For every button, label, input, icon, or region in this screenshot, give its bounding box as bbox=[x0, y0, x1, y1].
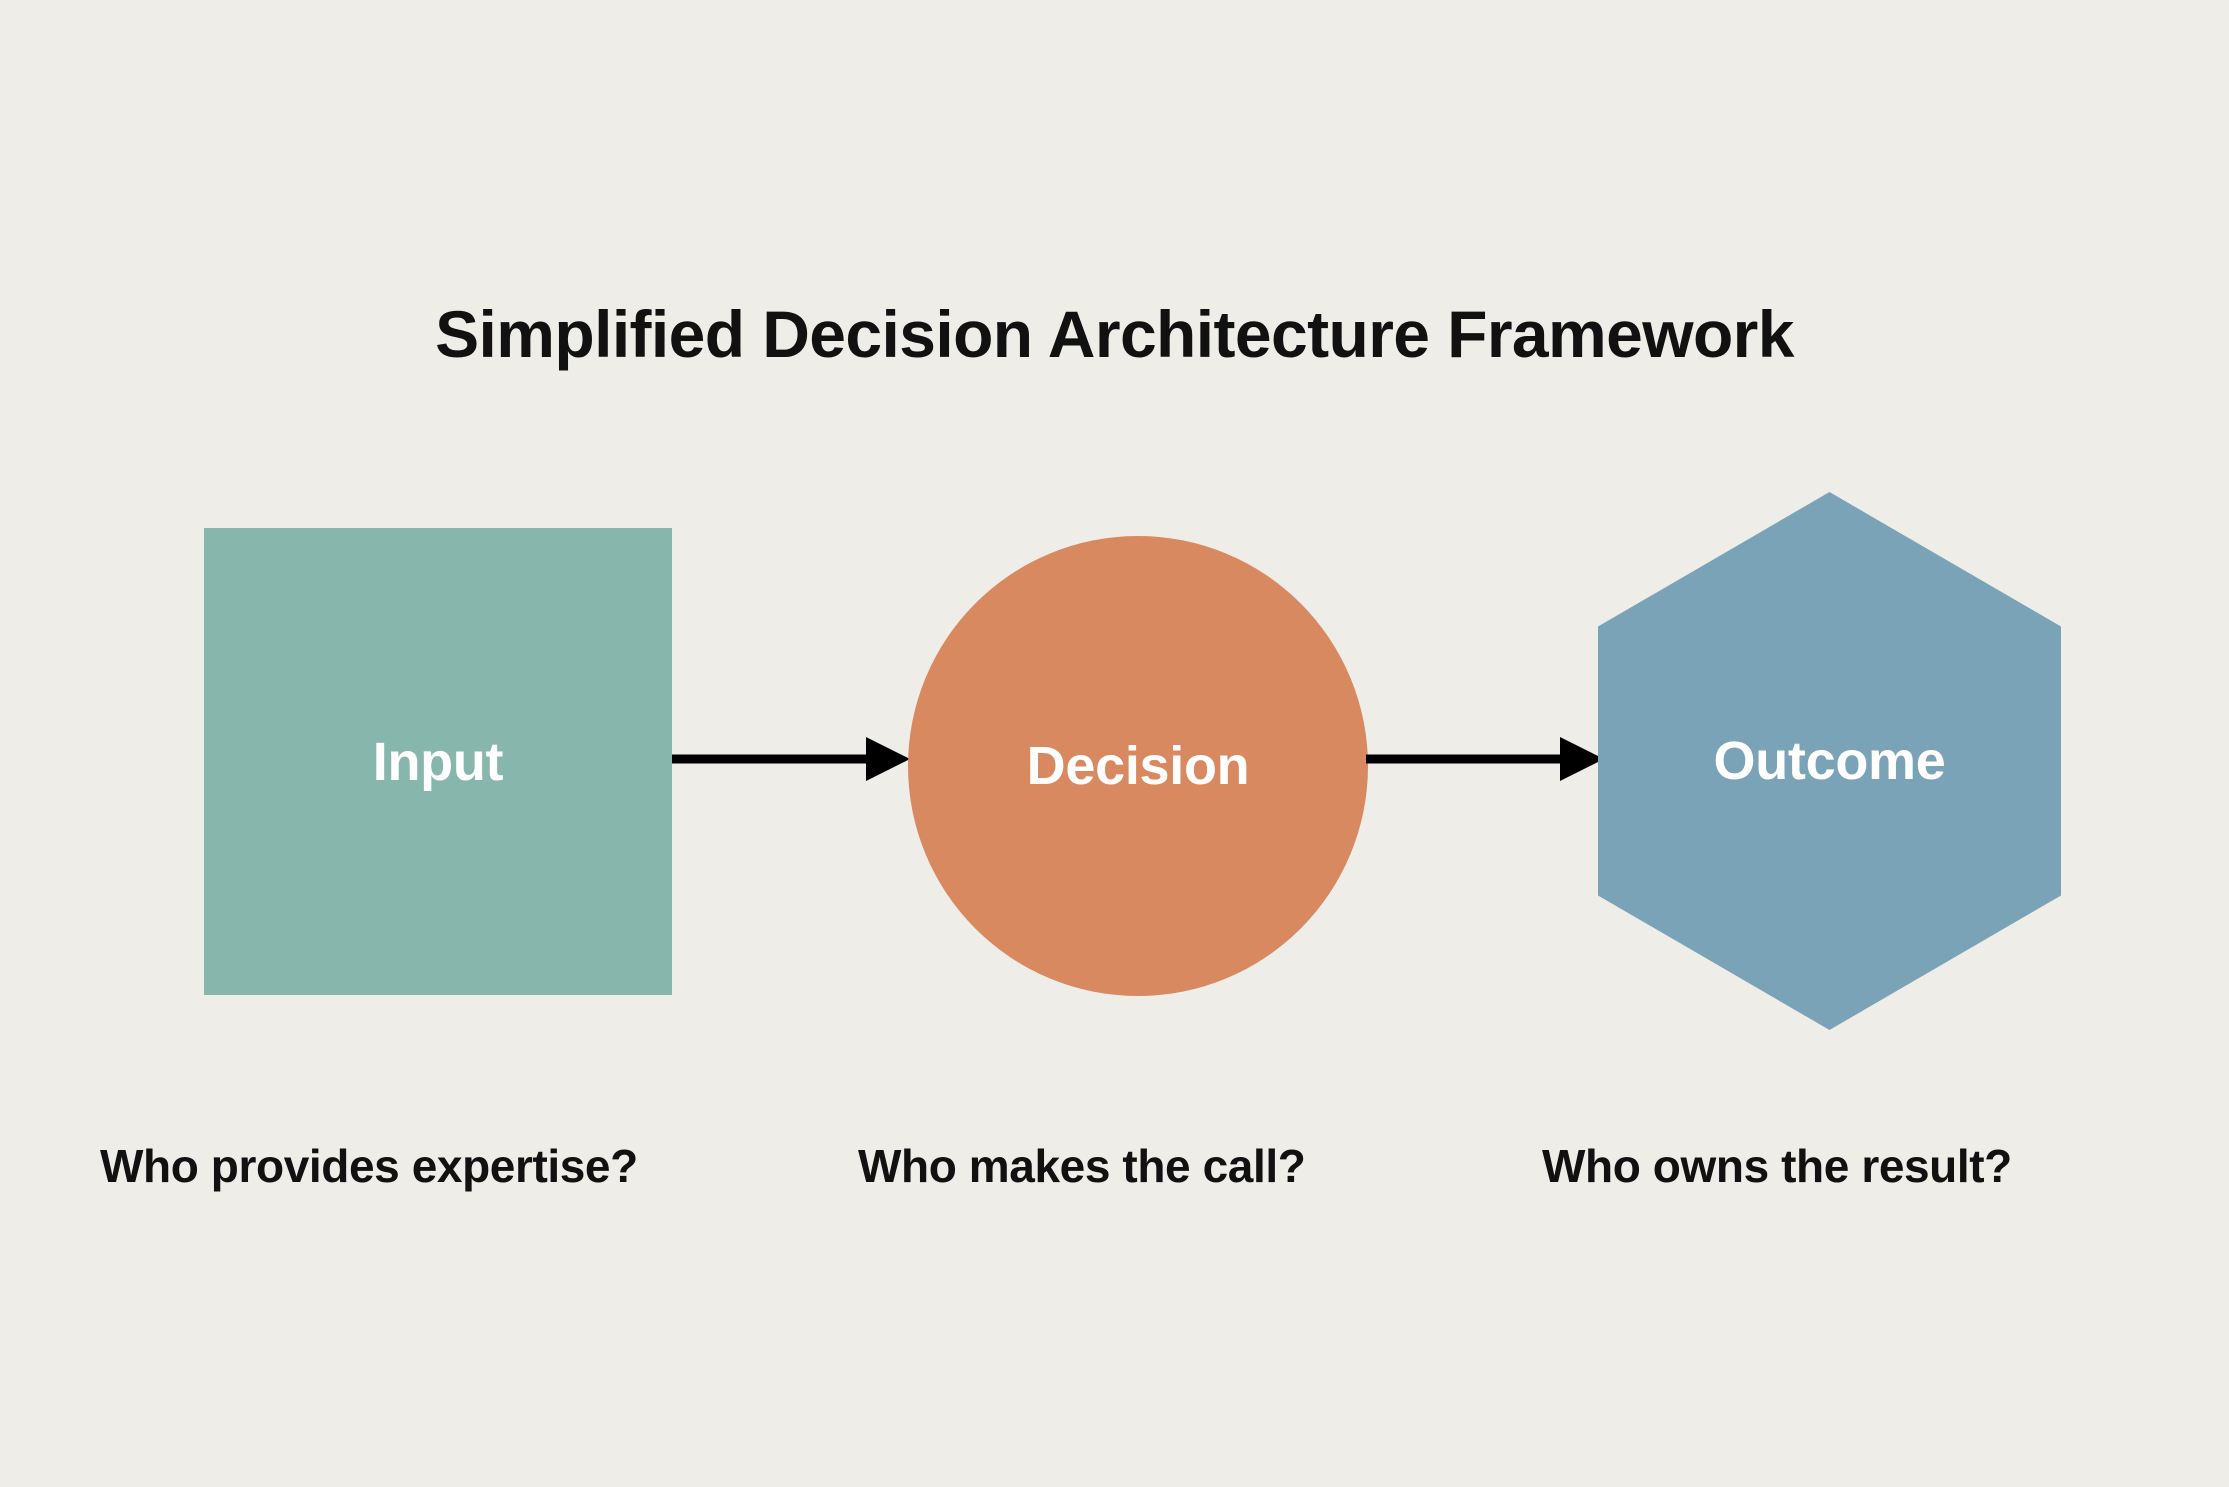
arrow-input-to-decision-icon bbox=[672, 737, 910, 781]
hexagon-shape-icon bbox=[1598, 492, 2061, 1030]
caption-outcome: Who owns the result? bbox=[1542, 1140, 2012, 1192]
page-title: Simplified Decision Architecture Framewo… bbox=[435, 297, 1794, 371]
node-decision-label: Decision bbox=[1026, 736, 1250, 796]
caption-input: Who provides expertise? bbox=[100, 1140, 638, 1192]
node-outcome[interactable]: Outcome bbox=[1598, 492, 2061, 1030]
node-input[interactable]: Input bbox=[204, 528, 672, 995]
arrow-decision-to-outcome-icon bbox=[1366, 737, 1604, 781]
node-decision[interactable]: Decision bbox=[908, 536, 1368, 996]
node-input-label: Input bbox=[372, 731, 504, 792]
caption-decision: Who makes the call? bbox=[858, 1140, 1306, 1192]
